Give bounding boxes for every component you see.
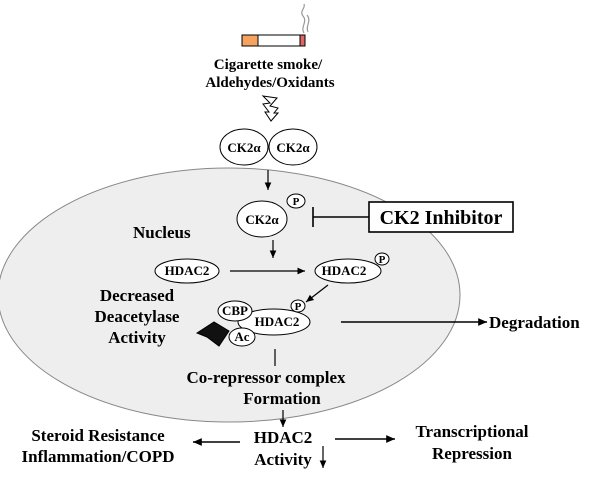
corepressor-line1: Co-repressor complex	[186, 368, 346, 387]
complex-ac	[228, 327, 256, 347]
ck2-nuclear	[236, 200, 288, 238]
ck2-inhibitor-label: CK2 Inhibitor	[380, 207, 503, 229]
ck2-dimer-right-label: CK2α	[276, 140, 310, 155]
ck2-dimer-right	[268, 128, 318, 166]
complex-cbp-label: CBP	[222, 303, 248, 318]
cigarette-icon	[241, 3, 310, 47]
complex-phospho-marker	[290, 299, 306, 313]
complex-hdac2	[237, 308, 311, 336]
hdac2-activity-line2: Activity	[254, 450, 312, 469]
deacetylase-line2: Deacetylase	[95, 307, 180, 326]
right-effect-line2: Repression	[432, 444, 513, 463]
nucleus-label: Nucleus	[133, 223, 191, 242]
ck2-dimer-left-label: CK2α	[227, 140, 261, 155]
zigzag-arrow-icon	[261, 95, 280, 122]
hdac2-phospho	[314, 258, 382, 284]
complex-phospho-label: P	[295, 301, 302, 313]
ck2-phospho-label: P	[293, 196, 300, 208]
complex-hdac2-label: HDAC2	[255, 314, 300, 329]
hdac2-unphospho-label: HDAC2	[165, 263, 210, 278]
smoke-icon	[301, 3, 310, 34]
hdac2-unphospho	[154, 258, 220, 284]
ck2-phospho-marker	[286, 193, 306, 209]
stimulus-line2: Aldehydes/Oxidants	[205, 75, 334, 91]
hdac2-phospho-marker	[374, 252, 390, 266]
corepressor-line2: Formation	[243, 389, 321, 408]
ck2-inhibitor-box	[368, 201, 514, 233]
hdac2-activity-line1: HDAC2	[254, 428, 313, 447]
stimulus-line1: Cigarette smoke/	[214, 57, 323, 73]
left-effect-line1: Steroid Resistance	[31, 426, 165, 445]
deacetylase-line1: Decreased	[100, 286, 175, 305]
degradation-label: Degradation	[489, 313, 580, 332]
arrow-to-complex	[305, 284, 329, 303]
cigarette-body	[257, 34, 301, 47]
cigarette-filter	[241, 34, 259, 47]
hdac2-phospho-label: HDAC2	[322, 263, 367, 278]
deacetylase-line3: Activity	[108, 328, 166, 347]
cigarette-ember	[299, 34, 306, 47]
complex-cbp	[217, 300, 253, 322]
nucleus-ellipse	[0, 167, 461, 423]
ck2-dimer-left	[219, 128, 269, 166]
complex-ac-label: Ac	[234, 329, 249, 344]
left-effect-line2: Inflammation/COPD	[22, 447, 175, 466]
right-effect-line1: Transcriptional	[415, 422, 528, 441]
ck2-nuclear-label: CK2α	[245, 212, 279, 227]
acetyl-wedge-icon	[195, 321, 230, 347]
hdac2-phospho-marker-label: P	[379, 254, 386, 266]
